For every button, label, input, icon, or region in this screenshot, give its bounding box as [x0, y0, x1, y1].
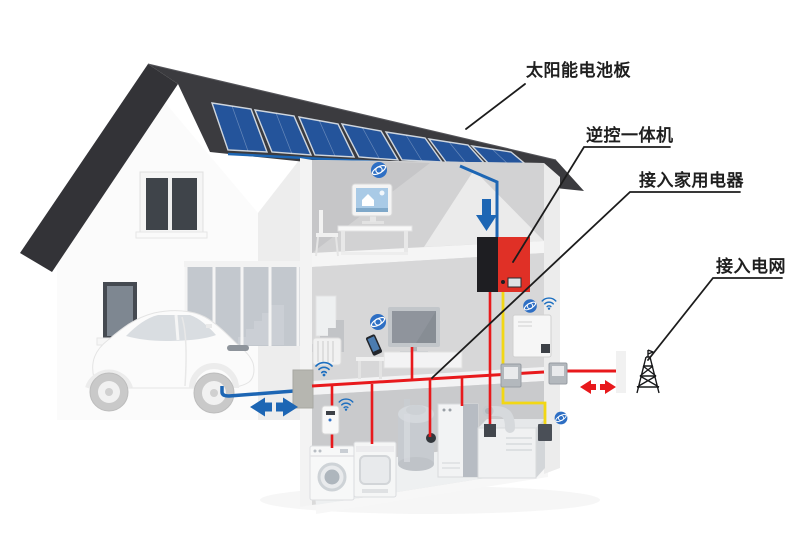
heat-pump-connector	[484, 424, 496, 437]
boiler-unit	[437, 403, 479, 478]
cut-edge-right	[544, 163, 560, 474]
ev-charger	[321, 405, 340, 435]
ev-flow-arrows-icon	[250, 397, 298, 417]
desk	[337, 225, 413, 232]
ev-charge-cable	[220, 386, 295, 398]
globe-sync-icon	[370, 161, 388, 179]
label-home-appliances: 接入家用电器	[639, 171, 744, 190]
tank-valve	[426, 433, 436, 443]
pv-dc-wire	[459, 164, 499, 237]
car-windows	[126, 315, 216, 341]
electric-car	[85, 310, 255, 414]
utility-pole	[616, 349, 660, 394]
monitor	[351, 183, 393, 217]
radiator	[312, 337, 342, 366]
power-meter	[548, 362, 568, 385]
callout-leader-lines	[431, 83, 783, 379]
water-tank	[398, 399, 436, 471]
globe-sync-icon	[369, 313, 387, 331]
dryer	[353, 441, 397, 498]
grid-flow-arrows-icon	[580, 380, 616, 394]
label-inverter: 逆控一体机	[586, 126, 674, 145]
inverter	[477, 237, 530, 292]
car-wheel	[89, 372, 129, 412]
upper-window	[135, 171, 208, 239]
attic-desk-area	[315, 183, 413, 257]
control-wire	[501, 292, 547, 424]
label-power-grid: 接入电网	[716, 257, 786, 276]
leader-solar-panel	[465, 83, 526, 130]
wall-junction-pillar	[292, 369, 314, 409]
side-table	[356, 357, 384, 361]
roof-gable-edge	[20, 64, 178, 272]
smartphone	[366, 334, 382, 356]
solar-panel	[210, 102, 269, 153]
vent-pipe	[484, 406, 515, 433]
washing-machine	[309, 445, 355, 501]
control-box	[538, 424, 552, 441]
solar-panel	[340, 123, 400, 161]
leader-grid	[647, 277, 783, 361]
solar-panel	[297, 116, 356, 158]
power-meter	[500, 363, 522, 388]
living-room-furniture	[312, 295, 463, 379]
globe-sync-icon	[554, 411, 568, 425]
leader-appliances	[431, 191, 741, 379]
cut-edge-left	[300, 158, 312, 507]
solar-panel	[253, 109, 313, 156]
globe-sync-icon	[522, 298, 538, 314]
label-solar-panel: 太阳能电池板	[526, 61, 631, 80]
car-wheel	[193, 372, 235, 414]
battery-unit	[512, 314, 552, 358]
leader-inverter	[512, 146, 671, 263]
pv-down-arrow-icon	[476, 199, 497, 231]
inverter-display	[507, 277, 522, 288]
tv	[388, 307, 440, 354]
